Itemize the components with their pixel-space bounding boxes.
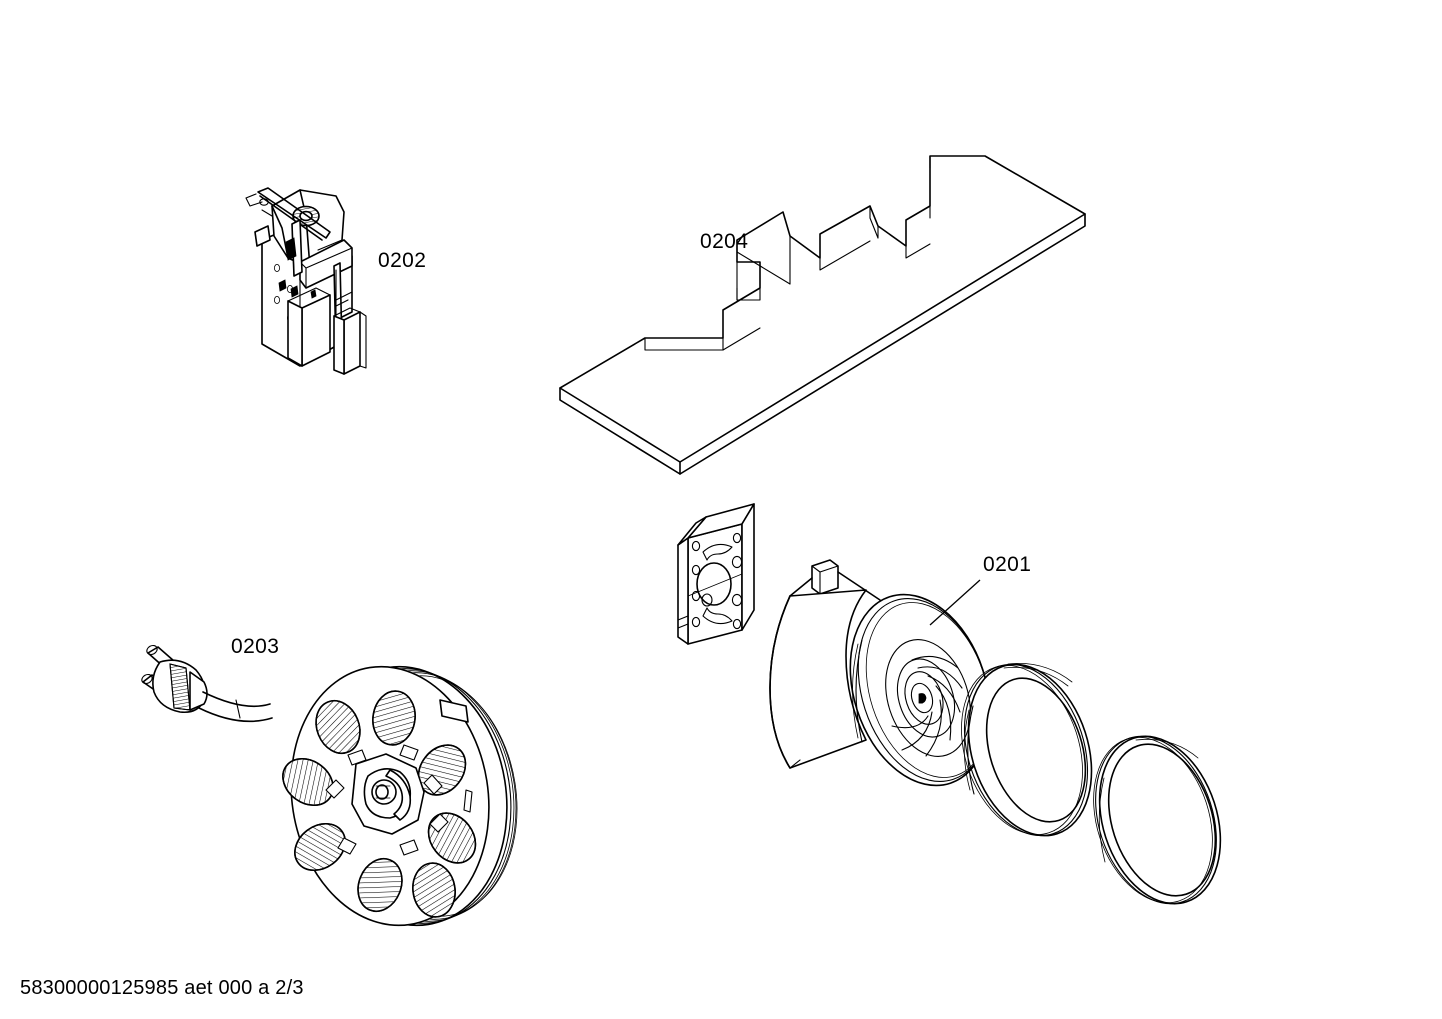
part-0201-motor-assembly: 0201	[677, 503, 1222, 905]
brush-block-left	[287, 287, 331, 367]
part-label-0202: 0202	[378, 249, 426, 272]
part-label-0204: 0204	[700, 230, 748, 253]
reel-vent-holes	[282, 690, 477, 918]
gasket-ring-inner	[1093, 735, 1222, 905]
part-0204-notched-plate: 0204	[559, 155, 1086, 475]
brush-block-right	[333, 307, 367, 375]
reel-hub-ratchet	[325, 744, 473, 856]
part-0203-cord-reel: 0203	[141, 635, 518, 927]
gasket-ring-outer	[961, 663, 1093, 837]
motor-mount-bracket	[677, 503, 755, 645]
terminal-block	[811, 559, 839, 595]
drawing-footer-id: 58300000125985 aet 000 a 2/3	[20, 977, 304, 999]
leader-line-0201	[929, 579, 981, 626]
motor-fan-face	[849, 593, 991, 787]
power-plug	[141, 644, 208, 714]
part-label-0203: 0203	[231, 635, 279, 658]
part-label-0201: 0201	[983, 553, 1031, 576]
part-0202-switch-assembly: 0202	[245, 187, 426, 375]
motor-housing	[769, 589, 867, 769]
